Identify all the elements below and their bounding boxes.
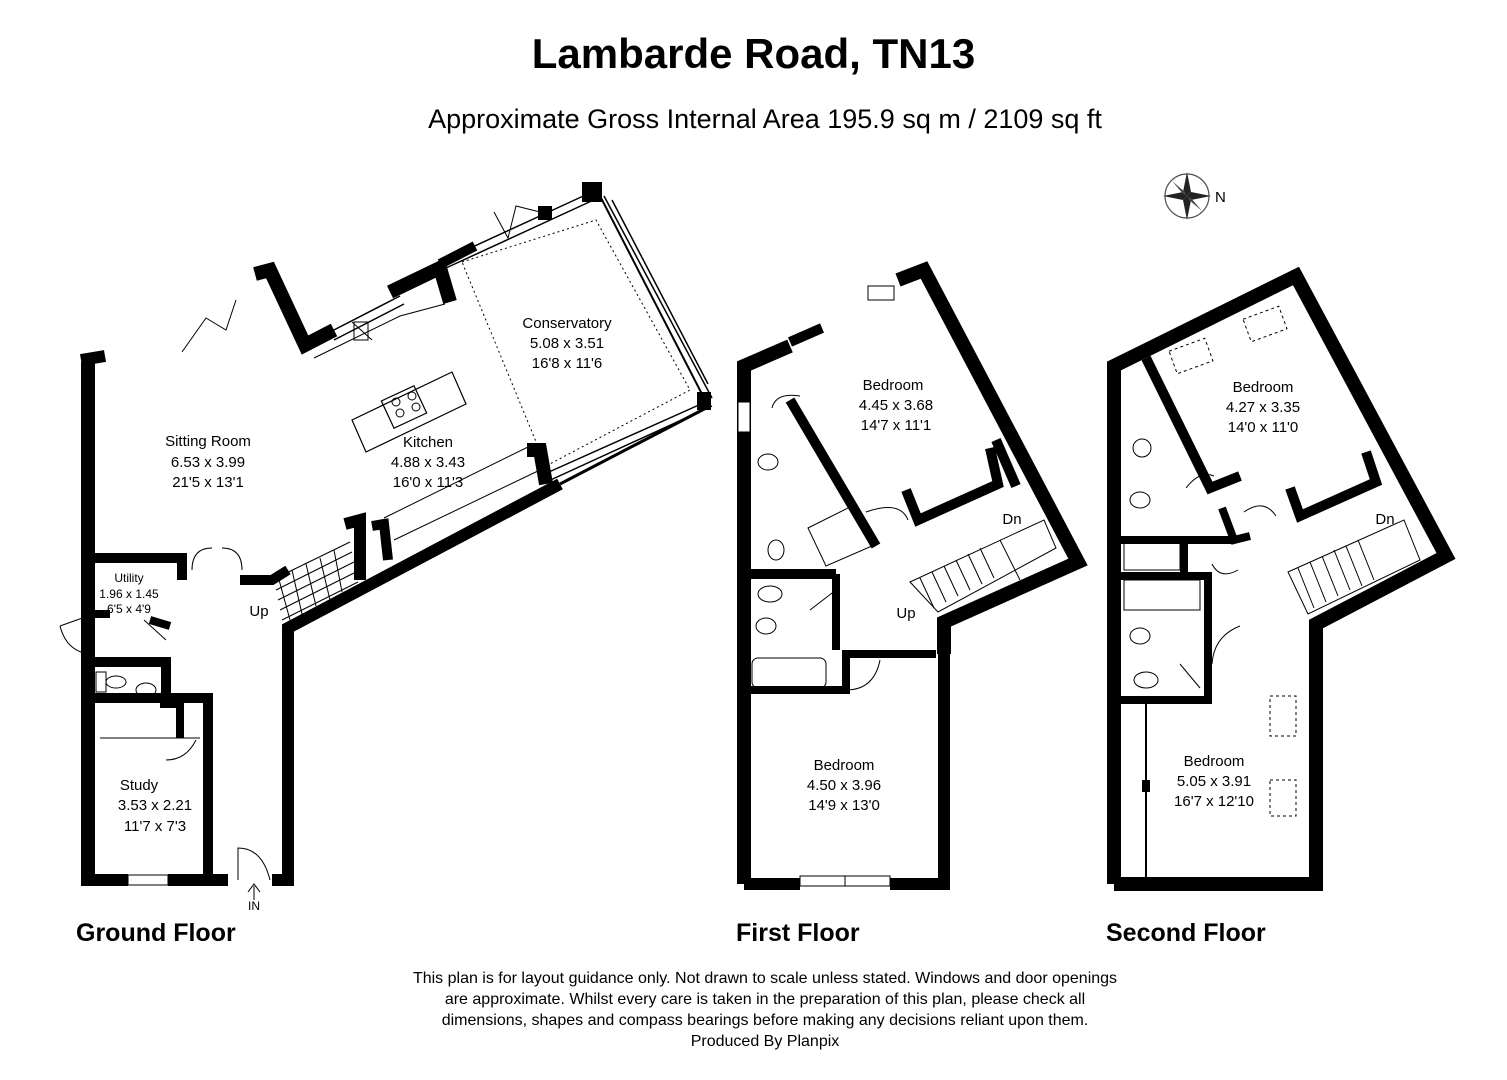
first-bedroom-1-name: Bedroom (863, 377, 924, 394)
second-bedroom-2-imperial: 16'7 x 12'10 (1174, 793, 1254, 810)
ground-stair-up-label: Up (249, 603, 268, 620)
disclaimer-line-2: are approximate. Whilst every care is ta… (444, 991, 1086, 1008)
compass-north-label: N (1215, 189, 1226, 206)
conservatory-imperial: 16'8 x 11'6 (532, 355, 603, 372)
small-labels: Utility 1.96 x 1.45 6'5 x 4'9 IN (99, 571, 260, 913)
sitting-room-name: Sitting Room (165, 433, 251, 450)
first-bedroom-1-imperial: 14'7 x 11'1 (861, 417, 932, 434)
conservatory-name: Conservatory (522, 315, 612, 332)
first-bedroom-2-name: Bedroom (814, 757, 875, 774)
kitchen-metric: 4.88 x 3.43 (391, 454, 465, 471)
utility-metric: 1.96 x 1.45 (99, 587, 159, 601)
second-bedroom-1-metric: 4.27 x 3.35 (1226, 399, 1300, 416)
disclaimer-text: This plan is for layout guidance only. N… (330, 968, 1200, 1052)
first-stair-down-label: Dn (1002, 511, 1021, 528)
area-subtitle: Approximate Gross Internal Area 195.9 sq… (428, 104, 1102, 134)
disclaimer-line-3: dimensions, shapes and compass bearings … (441, 1012, 1089, 1029)
producer-credit: Produced By Planpix (690, 1033, 840, 1050)
ground-floor-label: Ground Floor (76, 919, 236, 947)
second-bedroom-1-imperial: 14'0 x 11'0 (1228, 419, 1299, 436)
first-floor-label: First Floor (736, 919, 860, 947)
utility-imperial: 6'5 x 4'9 (107, 602, 151, 616)
second-bedroom-1-name: Bedroom (1233, 379, 1294, 396)
study-metric: 3.53 x 2.21 (118, 797, 192, 814)
plan-title: Lambarde Road, TN13 (531, 30, 976, 77)
room-labels: Conservatory 5.08 x 3.51 16'8 x 11'6 Sit… (118, 315, 1395, 835)
kitchen-name: Kitchen (403, 434, 453, 451)
first-bedroom-2-metric: 4.50 x 3.96 (807, 777, 881, 794)
second-floor-label: Second Floor (1106, 919, 1266, 947)
first-bedroom-2-imperial: 14'9 x 13'0 (808, 797, 880, 814)
sitting-room-imperial: 21'5 x 13'1 (172, 474, 244, 491)
kitchen-imperial: 16'0 x 11'3 (393, 474, 464, 491)
first-bedroom-1-metric: 4.45 x 3.68 (859, 397, 933, 414)
second-stair-down-label: Dn (1375, 511, 1394, 528)
disclaimer-line-1: This plan is for layout guidance only. N… (412, 970, 1118, 987)
entrance-label: IN (248, 899, 260, 913)
utility-name: Utility (114, 571, 143, 585)
second-bedroom-2-name: Bedroom (1184, 753, 1245, 770)
first-floor-plan (737, 261, 1088, 890)
study-name: Study (120, 777, 159, 794)
sitting-room-metric: 6.53 x 3.99 (171, 454, 245, 471)
second-floor-plan (1107, 266, 1456, 891)
second-bedroom-2-metric: 5.05 x 3.91 (1177, 773, 1251, 790)
compass-icon (1163, 172, 1211, 220)
first-stair-up-label: Up (896, 605, 915, 622)
study-imperial: 11'7 x 7'3 (124, 818, 186, 835)
ground-floor-plan (59, 182, 713, 900)
conservatory-metric: 5.08 x 3.51 (530, 335, 604, 352)
